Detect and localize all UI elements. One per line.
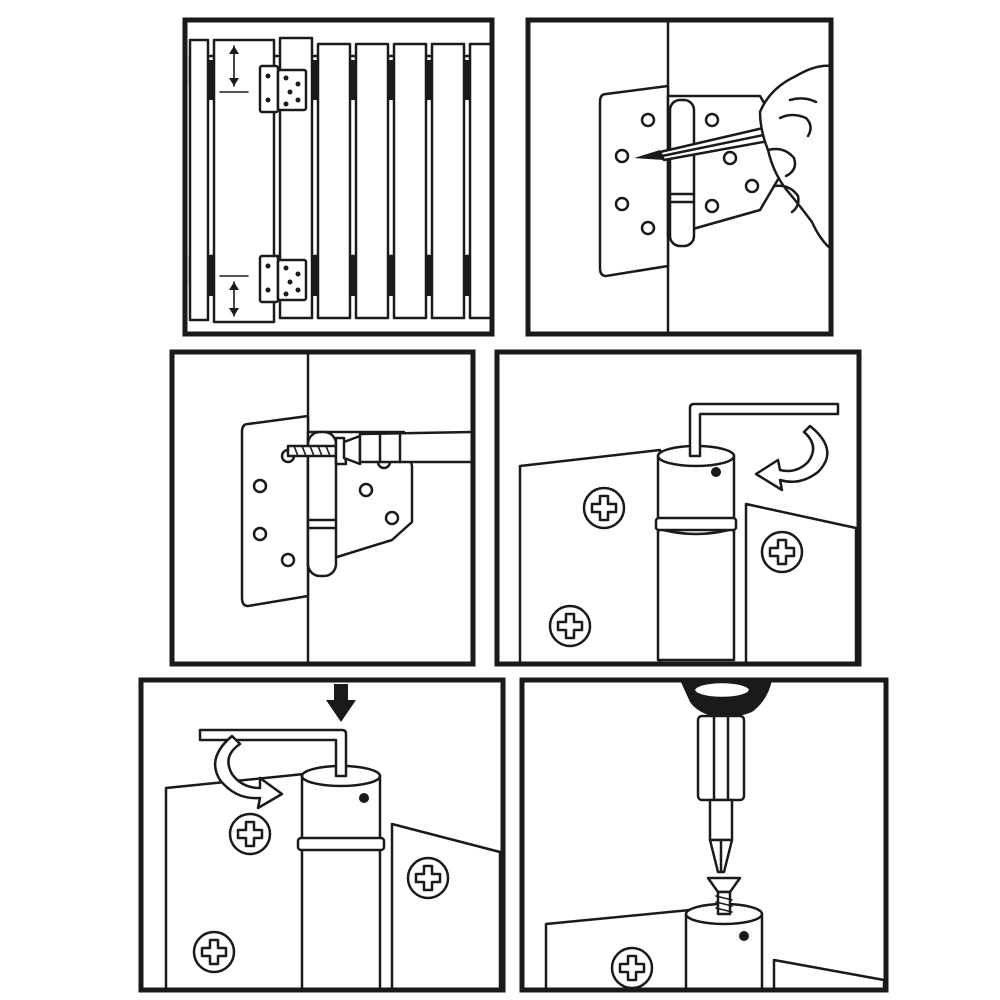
measurement-arrow-icon [219, 275, 249, 323]
down-arrow-icon [326, 684, 356, 722]
top-hinge-icon [258, 64, 308, 114]
phillips-screw-icon [192, 930, 236, 974]
screwdriver-icon [342, 430, 473, 466]
rotation-arrow-icon [213, 734, 284, 810]
spring-hinge-barrel-icon [654, 444, 738, 662]
measurement-arrow-icon [219, 39, 249, 93]
drill-icon [680, 680, 772, 874]
phillips-screw-icon [406, 856, 450, 900]
panel-3-attach-hinge [169, 349, 476, 667]
screw-icon [706, 876, 742, 916]
panel-5-hex-key-tension [138, 677, 506, 993]
hex-key-icon [688, 402, 840, 458]
panel-6-drill-screw [519, 677, 889, 993]
hex-key-icon [198, 728, 348, 778]
phillips-screw-icon [582, 486, 626, 530]
phillips-screw-icon [228, 812, 272, 856]
screw-icon [286, 436, 348, 466]
rotation-arrow-icon [754, 424, 829, 492]
hand-icon [758, 64, 831, 251]
panel-2-mark-holes [525, 17, 834, 337]
phillips-screw-icon [610, 946, 654, 990]
phillips-screw-icon [548, 604, 592, 648]
panel-4-hex-key-turn [494, 349, 862, 667]
bottom-hinge-icon [258, 254, 308, 304]
spring-hinge-barrel-icon [684, 902, 764, 990]
screw-hole-icon [614, 112, 760, 236]
phillips-screw-icon [760, 530, 804, 574]
panel-1-gate-hinges [182, 17, 495, 337]
spring-hinge-barrel-icon [296, 764, 386, 990]
